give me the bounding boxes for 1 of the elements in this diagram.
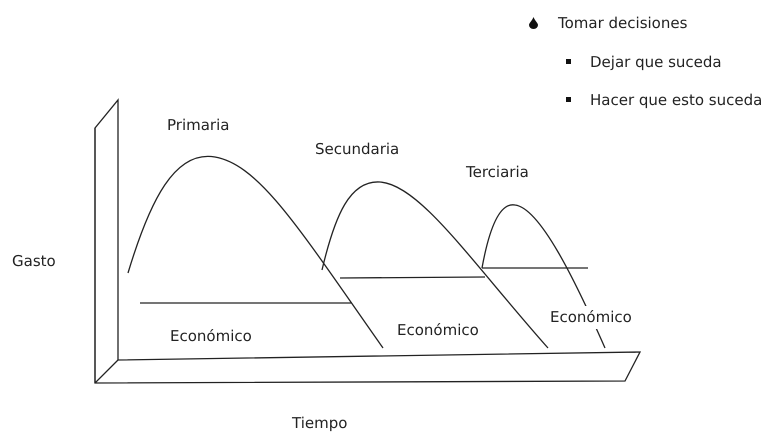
label-text: Económico xyxy=(550,306,632,328)
